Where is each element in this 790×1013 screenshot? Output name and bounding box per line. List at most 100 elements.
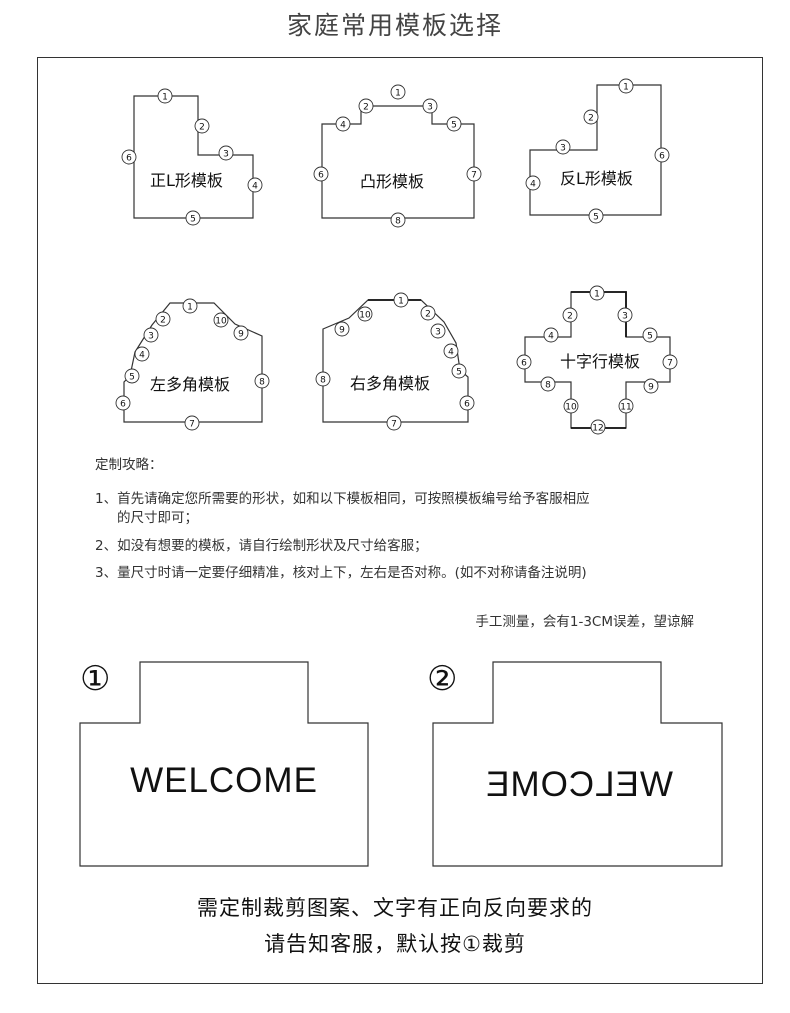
svg-text:3: 3: [622, 312, 628, 322]
svg-text:6: 6: [659, 152, 665, 162]
edge-label: 8: [254, 373, 270, 389]
svg-text:9: 9: [238, 330, 244, 340]
edge-label: 4: [247, 177, 263, 193]
template-name: 反L形模板: [560, 169, 633, 188]
edge-label: 1: [390, 84, 406, 100]
example-mirrored: ② WELCOME: [427, 659, 723, 867]
svg-text:8: 8: [320, 376, 326, 386]
edge-label: 1: [182, 298, 198, 314]
edge-label: 7: [466, 166, 482, 182]
svg-text:1: 1: [395, 89, 401, 99]
svg-text:11: 11: [620, 403, 631, 413]
svg-text:8: 8: [259, 378, 265, 388]
svg-text:5: 5: [190, 215, 196, 225]
edge-label: 4: [134, 346, 150, 362]
edge-label: 6: [313, 166, 329, 182]
svg-text:7: 7: [667, 359, 673, 369]
edge-label: 7: [386, 415, 402, 431]
example-normal: ① WELCOME: [79, 659, 369, 867]
svg-text:3: 3: [435, 328, 441, 338]
edge-label: 5: [451, 363, 467, 379]
template-name: 左多角模板: [150, 375, 230, 394]
edge-label: 4: [443, 343, 459, 359]
edge-label: 7: [184, 415, 200, 431]
svg-text:3: 3: [223, 150, 229, 160]
guide-step-3: 3、量尺寸时请一定要仔细精准，核对上下，左右是否对称。(如不对称请备注说明): [95, 565, 587, 581]
template-cross-shape: 十字行模板 1 2 3 4 5 6 7 8 9 10 11 12: [516, 285, 678, 435]
example-number: ②: [427, 659, 457, 699]
edge-label: 1: [618, 78, 634, 94]
template-name: 正L形模板: [150, 171, 223, 190]
svg-text:1: 1: [187, 303, 193, 313]
edge-label: 1: [157, 88, 173, 104]
edge-label: 6: [115, 395, 131, 411]
svg-text:10: 10: [215, 317, 227, 327]
template-left-polygon: 左多角模板 1 2 3 4 5 6 7 8 9 10: [115, 298, 270, 431]
svg-text:9: 9: [339, 326, 345, 336]
template-convex-shape: 凸形模板 1 2 3 4 5 6 7 8: [313, 84, 482, 228]
edge-label: 2: [194, 118, 210, 134]
svg-text:3: 3: [427, 103, 433, 113]
svg-text:1: 1: [398, 297, 404, 307]
template-name: 十字行模板: [560, 352, 640, 371]
edge-label: 6: [516, 354, 532, 370]
svg-text:10: 10: [359, 311, 371, 321]
template-right-polygon: 右多角模板 1 2 3 4 5 6 7 8 9 10: [315, 292, 475, 431]
edge-label: 11: [618, 398, 634, 414]
svg-text:4: 4: [448, 348, 454, 358]
edge-label: 8: [540, 376, 556, 392]
svg-text:1: 1: [623, 83, 629, 93]
svg-text:6: 6: [120, 400, 126, 410]
svg-text:7: 7: [189, 420, 195, 430]
svg-text:2: 2: [363, 103, 369, 113]
edge-label: 8: [315, 371, 331, 387]
svg-text:9: 9: [648, 383, 654, 393]
edge-label: 7: [662, 354, 678, 370]
svg-text:1: 1: [594, 290, 600, 300]
svg-text:10: 10: [565, 403, 577, 413]
svg-text:3: 3: [560, 144, 566, 154]
svg-text:4: 4: [340, 121, 346, 131]
svg-text:6: 6: [318, 171, 324, 181]
bottom-notice-line-2: 请告知客服，默认按①裁剪: [264, 932, 526, 956]
svg-text:2: 2: [425, 310, 431, 320]
edge-label: 10: [213, 312, 229, 328]
svg-text:4: 4: [252, 182, 258, 192]
edge-label: 3: [218, 145, 234, 161]
guide-step-1-continued: 的尺寸即可；: [117, 510, 198, 526]
edge-label: 8: [390, 212, 406, 228]
svg-text:2: 2: [588, 114, 594, 124]
edge-label: 5: [185, 210, 201, 226]
guide-step-1: 1、首先请确定您所需要的形状，如和以下模板相同，可按照模板编号给予客服相应: [95, 491, 590, 507]
svg-text:5: 5: [456, 368, 462, 378]
page-title: 家庭常用模板选择: [286, 11, 503, 40]
edge-label: 5: [124, 368, 140, 384]
edge-label: 9: [233, 325, 249, 341]
edge-label: 5: [642, 327, 658, 343]
edge-label: 3: [617, 307, 633, 323]
welcome-text-mirrored: WELCOME: [485, 765, 673, 804]
edge-label: 6: [121, 149, 137, 165]
guide-title: 定制攻略：: [95, 457, 163, 473]
svg-text:3: 3: [148, 332, 154, 342]
svg-text:1: 1: [162, 93, 168, 103]
edge-label: 3: [143, 327, 159, 343]
example-number: ①: [80, 659, 110, 699]
svg-text:4: 4: [530, 180, 536, 190]
svg-text:6: 6: [126, 154, 132, 164]
edge-label: 5: [446, 116, 462, 132]
edge-label: 2: [358, 98, 374, 114]
svg-text:2: 2: [567, 312, 573, 322]
svg-text:7: 7: [471, 171, 477, 181]
edge-label: 9: [334, 321, 350, 337]
edge-label: 1: [589, 285, 605, 301]
svg-text:5: 5: [647, 332, 653, 342]
edge-label: 5: [588, 208, 604, 224]
edge-label: 3: [555, 139, 571, 155]
guide-step-2: 2、如没有想要的模板，请自行绘制形状及尺寸给客服；: [95, 538, 428, 554]
edge-label: 12: [590, 419, 606, 435]
edge-label: 3: [422, 98, 438, 114]
svg-text:12: 12: [592, 424, 603, 434]
svg-text:5: 5: [129, 373, 135, 383]
welcome-text: WELCOME: [130, 761, 318, 800]
